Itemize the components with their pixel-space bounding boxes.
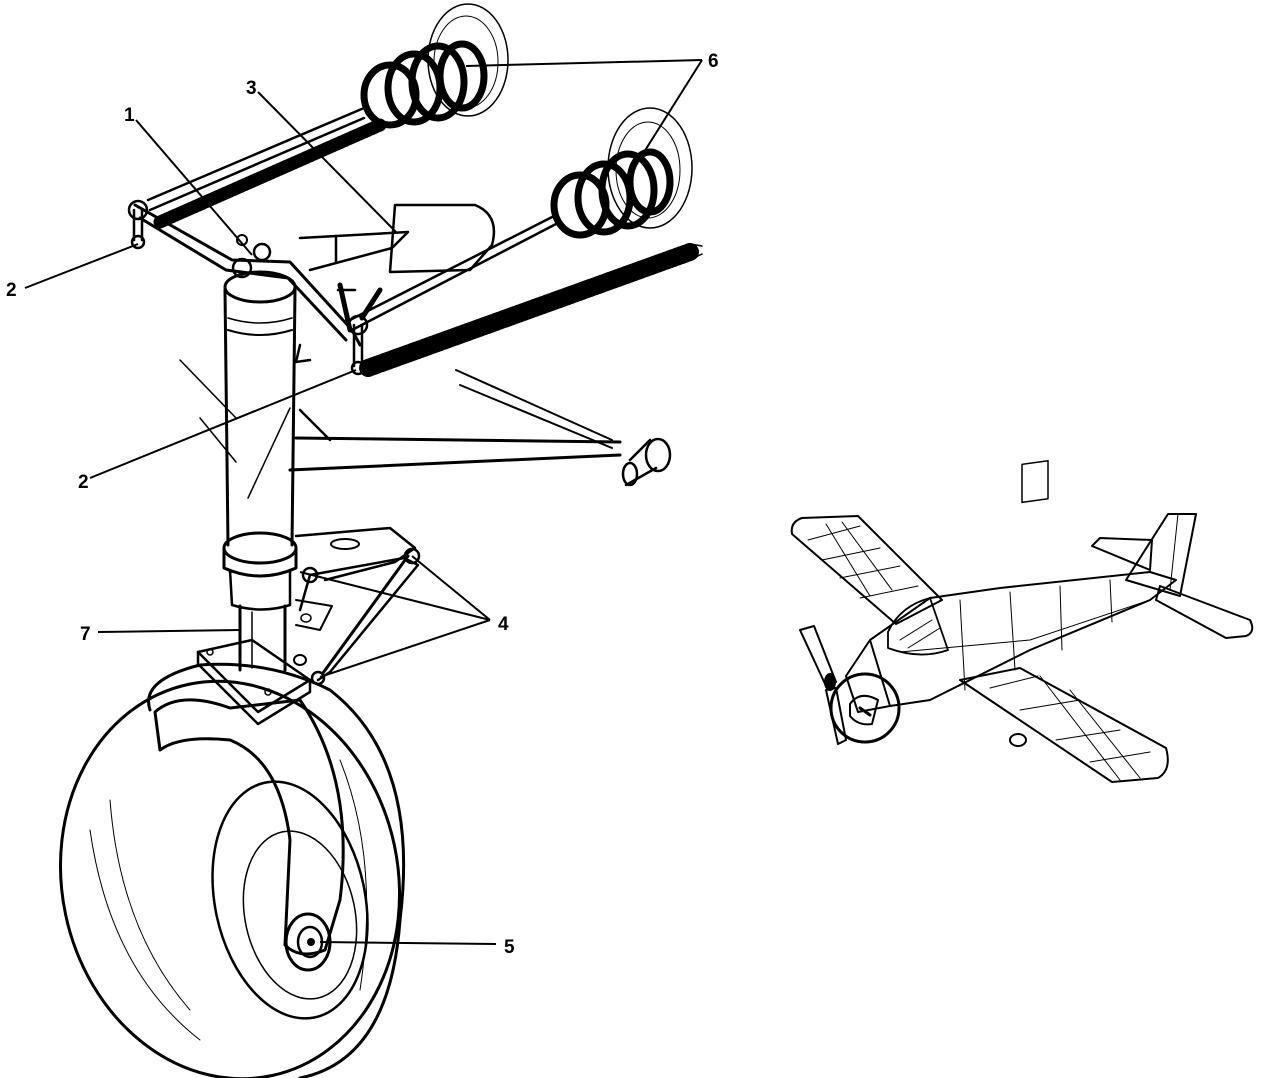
callout-7: 7: [80, 624, 91, 645]
nose-wheel: [58, 662, 406, 1078]
nose-gear-highlight-circle: [829, 672, 901, 744]
lower-shock-absorber: [550, 107, 693, 239]
locator-airplane: [790, 459, 1254, 783]
callout-3: 3: [246, 78, 257, 99]
callout-2-upper: 2: [6, 280, 17, 301]
leader-lines: [24, 59, 703, 945]
callout-6: 6: [708, 51, 719, 72]
steering-bell-crank: [127, 199, 369, 376]
shock-rods: [146, 106, 558, 332]
upper-spring: [153, 118, 387, 229]
callout-5: 5: [504, 937, 515, 958]
torque-links: [293, 526, 421, 686]
attach-brace: [288, 369, 672, 487]
callout-labels: 1 2 2 3 4 5 6 7: [6, 51, 719, 958]
steering-damper: [298, 203, 496, 333]
callout-1: 1: [124, 105, 135, 126]
callout-2-lower: 2: [78, 472, 89, 493]
upper-shock-absorber: [360, 3, 509, 129]
lower-spring: [359, 243, 703, 377]
callout-4: 4: [498, 614, 509, 635]
nose-gear-assembly: [58, 3, 703, 1078]
oleo-strut: [179, 270, 312, 672]
